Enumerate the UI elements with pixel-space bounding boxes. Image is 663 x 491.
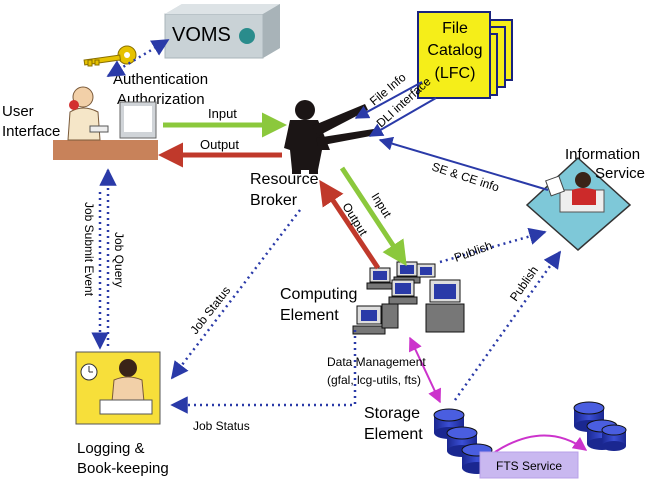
dm-label-1: Data Management <box>327 355 426 369</box>
file-catalog-node: File Catalog (LFC) <box>417 11 513 99</box>
ce-rb-output-arrow <box>319 179 381 270</box>
se-label-2: Element <box>364 426 423 443</box>
ce-job-status-arrow <box>170 330 357 414</box>
ce-label-1: Computing <box>280 286 357 303</box>
lb-label-2: Book-keeping <box>77 460 169 477</box>
computer-icon <box>366 267 394 290</box>
job-query-label: Job Query <box>112 232 126 287</box>
dm-label-2: (gfal, lcg-utils, fts) <box>327 373 421 387</box>
computer-icon <box>416 263 436 278</box>
fts-service-box <box>479 451 579 479</box>
computer-icon <box>425 279 465 333</box>
computer-icon <box>352 305 386 335</box>
ui-label-1: User <box>2 103 34 120</box>
voms-label: VOMS <box>172 24 231 46</box>
ce-publish-arrow <box>439 227 547 264</box>
fts-service-arrow <box>494 434 588 453</box>
logging-bookkeeping-illustration <box>75 351 161 425</box>
se-ce-info-arrow <box>378 136 549 191</box>
rb-ce-input-arrow <box>339 166 407 267</box>
se-label-1: Storage <box>364 405 420 422</box>
catalog-label-2: Catalog <box>427 42 482 59</box>
is-label-2: Service <box>595 165 645 182</box>
rb-label-2: Broker <box>250 192 298 209</box>
catalog-label-1: File <box>442 20 468 37</box>
ce-job-status-label: Job Status <box>193 419 250 433</box>
computer-icon <box>381 303 399 329</box>
se-publish-arrow <box>453 250 562 401</box>
ui-label-2: Interface <box>2 123 60 140</box>
rb-job-status-label: Job Status <box>187 284 233 337</box>
ce-label-2: Element <box>280 307 339 324</box>
computing-element-illustration <box>352 261 465 335</box>
computer-icon <box>388 279 418 305</box>
disk-icon <box>601 424 627 451</box>
rb-ui-output-label: Output <box>200 137 239 152</box>
user-interface-illustration <box>53 86 158 160</box>
voms-seal-icon <box>239 28 255 44</box>
auth-label-1: Authentication <box>113 71 208 88</box>
data-management-arrow <box>409 336 441 404</box>
ui-rb-input-label: Input <box>208 106 237 121</box>
voms-node: VOMS <box>164 4 280 59</box>
ce-publish-label: Publish <box>452 238 494 265</box>
remote-storage-disks <box>573 401 627 451</box>
rb-label-1: Resource <box>250 171 319 188</box>
lb-label-1: Logging & <box>77 440 145 457</box>
information-service-illustration <box>525 156 632 251</box>
is-label-1: Information <box>565 146 640 163</box>
dli-interface-arrow <box>368 97 437 137</box>
resource-broker-illustration <box>284 100 381 174</box>
se-publish-label: Publish <box>507 263 541 303</box>
catalog-label-3: (LFC) <box>435 65 476 82</box>
file-info-arrow <box>354 81 423 119</box>
fts-service-label: FTS Service <box>496 459 562 473</box>
job-submit-event-label: Job Submit Event <box>82 202 96 297</box>
